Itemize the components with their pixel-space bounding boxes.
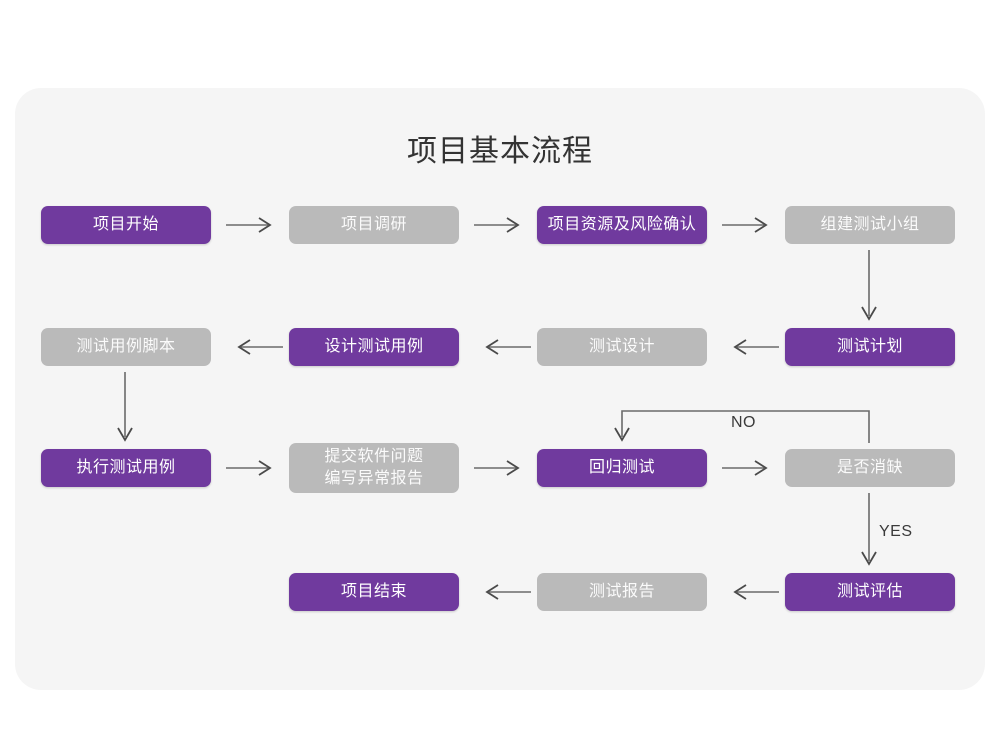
node-label: 项目资源及风险确认 [547,216,697,233]
node-label: 是否消缺 [836,459,903,476]
node-design-test-case[interactable]: 设计测试用例 [289,328,459,366]
node-label: 组建测试小组 [820,216,920,233]
node-submit-bug-report[interactable]: 提交软件问题 编写异常报告 [289,443,459,493]
edge-label-no: NO [731,414,756,431]
node-project-research[interactable]: 项目调研 [289,206,459,244]
page-title: 项目基本流程 [407,135,593,168]
node-label: 项目调研 [340,216,407,233]
node-resource-risk[interactable]: 项目资源及风险确认 [537,206,707,244]
node-regression-test[interactable]: 回归测试 [537,449,707,487]
node-test-report[interactable]: 测试报告 [537,573,707,611]
node-label: 测试评估 [836,583,903,600]
node-label: 项目结束 [340,583,407,600]
node-label: 测试用例脚本 [76,338,176,355]
node-project-start[interactable]: 项目开始 [41,206,211,244]
node-project-end[interactable]: 项目结束 [289,573,459,611]
node-label: 测试设计 [588,338,655,355]
node-label: 测试计划 [836,338,903,355]
node-execute-test-case[interactable]: 执行测试用例 [41,449,211,487]
node-build-test-team[interactable]: 组建测试小组 [785,206,955,244]
node-test-design[interactable]: 测试设计 [537,328,707,366]
node-label: 回归测试 [588,459,655,476]
node-label: 提交软件问题 编写异常报告 [324,448,424,487]
node-test-evaluation[interactable]: 测试评估 [785,573,955,611]
node-label: 设计测试用例 [324,338,424,355]
node-test-plan[interactable]: 测试计划 [785,328,955,366]
node-label: 项目开始 [92,216,159,233]
node-label: 执行测试用例 [76,459,176,476]
node-defect-cleared[interactable]: 是否消缺 [785,449,955,487]
node-test-case-script[interactable]: 测试用例脚本 [41,328,211,366]
edge-label-yes: YES [879,523,913,540]
node-label: 测试报告 [588,583,655,600]
